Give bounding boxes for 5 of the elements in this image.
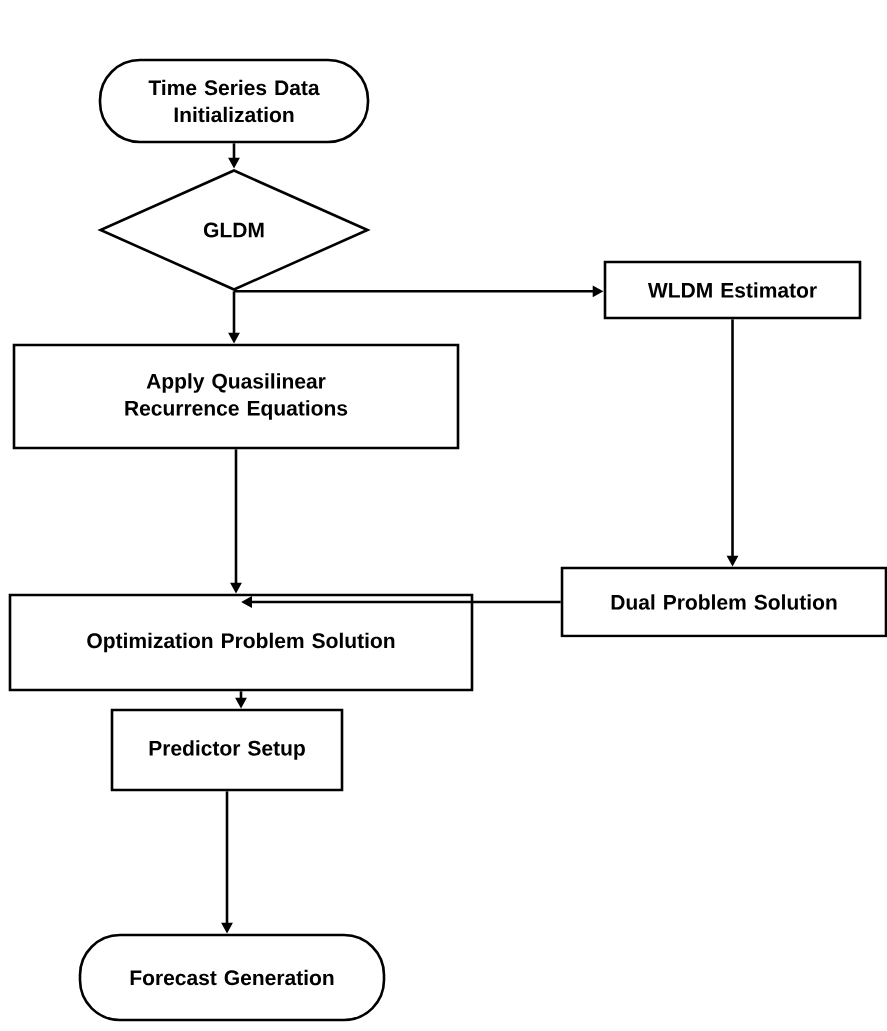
process-box: Optimization Problem Solution xyxy=(8,593,474,692)
process-box: WLDM Estimator xyxy=(603,260,862,320)
process-box: Predictor Setup xyxy=(110,708,344,792)
process-box: Dual Problem Solution xyxy=(560,566,887,638)
process-box: Apply Quasilinear Recurrence Equations xyxy=(12,343,460,450)
